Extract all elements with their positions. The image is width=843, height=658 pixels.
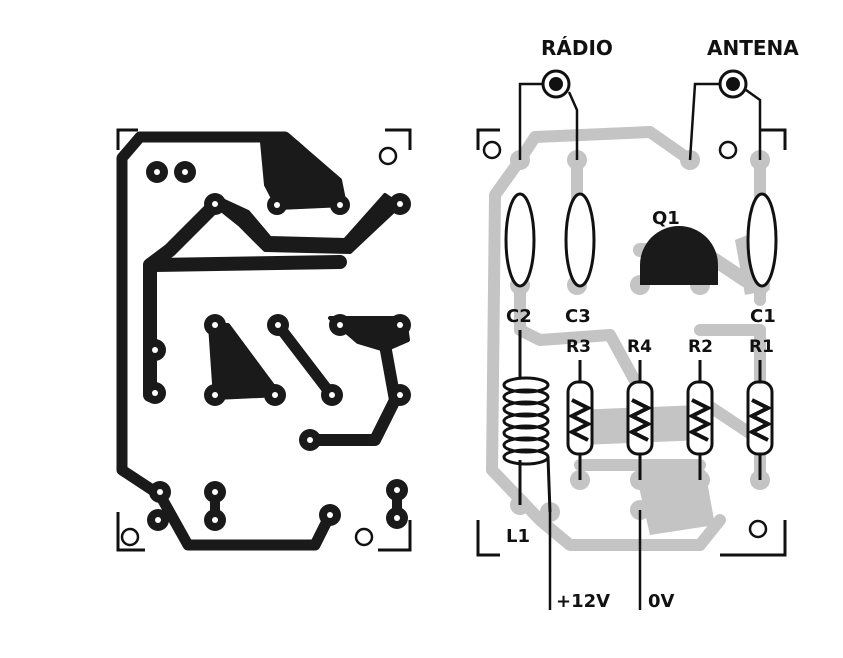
trace-diagonal: [272, 319, 336, 399]
label-plus12v: +12V: [556, 591, 610, 612]
copper-pad-holes: [152, 169, 403, 523]
jack-radio: [518, 69, 579, 160]
label-r2: R2: [688, 337, 713, 357]
trace-mid-horizontal: [148, 255, 347, 272]
power-leads: [548, 510, 642, 610]
component-mounting-holes: [482, 140, 768, 539]
resistor-r3: [566, 360, 594, 480]
resistors: [566, 360, 774, 480]
capacitor-c2: [504, 192, 536, 288]
label-l1: L1: [506, 526, 530, 547]
copper-mounting-holes: [120, 146, 398, 547]
label-r3: R3: [566, 337, 591, 357]
copper-corner-marks: [116, 128, 412, 552]
resistor-r1: [746, 360, 774, 480]
transistor-q1: [640, 226, 718, 285]
inductor-l1: [502, 330, 552, 513]
capacitor-c1: [746, 192, 778, 288]
jack-antena: [688, 69, 762, 161]
copper-pour-mid: [213, 193, 402, 254]
label-radio: RÁDIO: [541, 36, 613, 60]
pcb-copper-side: [116, 128, 412, 552]
ghost-traces: [486, 126, 767, 551]
label-0v: 0V: [648, 591, 675, 612]
label-q1: Q1: [652, 208, 680, 229]
label-c2: C2: [506, 306, 532, 327]
capacitors: [504, 192, 778, 288]
label-r1: R1: [749, 337, 774, 357]
label-r4: R4: [627, 337, 652, 357]
trace-left-vertical: [143, 198, 222, 402]
label-c3: C3: [565, 306, 591, 327]
resistor-r4: [626, 360, 654, 480]
label-c1: C1: [750, 306, 776, 327]
capacitor-c3: [564, 192, 596, 288]
pcb-component-side: RÁDIO ANTENA Q1 C2 C3 C1 R3 R4 R2 R1 L1 …: [476, 36, 799, 612]
trace-right-hook: [306, 339, 401, 446]
label-antena: ANTENA: [707, 36, 799, 60]
component-corner-marks: [476, 128, 787, 557]
resistor-r2: [686, 360, 714, 480]
